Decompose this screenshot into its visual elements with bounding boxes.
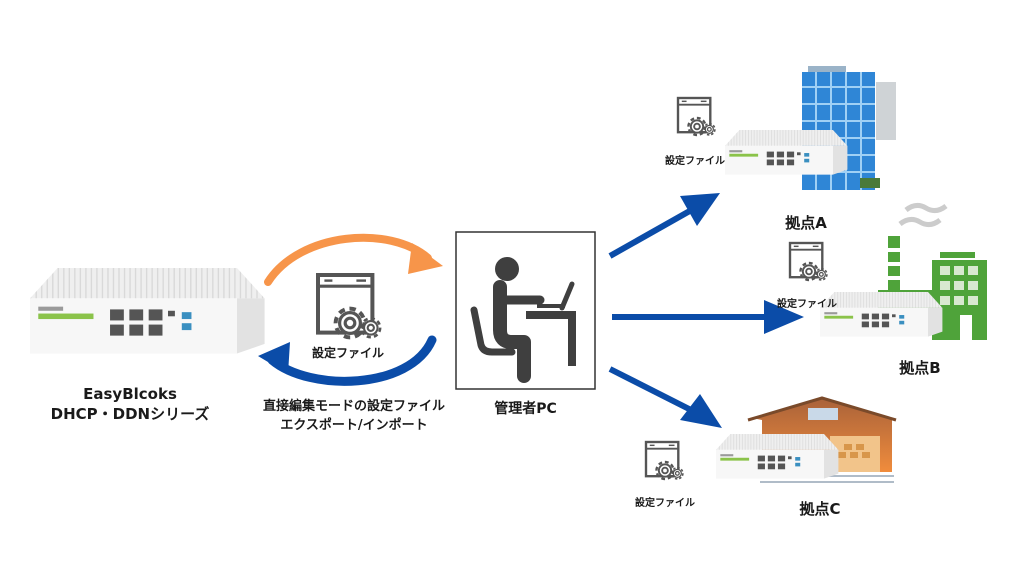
device-name-line1: EasyBlcoks <box>83 385 177 403</box>
arrow-to-site-a <box>608 193 720 259</box>
exchange-caption-line1: 直接編集モードの設定ファイル <box>262 399 445 414</box>
config-file-label: 設定ファイル <box>311 346 384 360</box>
admin-pc-label: 管理者PC <box>494 401 557 417</box>
export-arrow <box>264 233 443 286</box>
site-a-config-file-icon <box>678 98 715 135</box>
site-b-label: 拠点B <box>899 359 941 377</box>
site-a-file-label: 設定ファイル <box>665 156 725 167</box>
device-name-line2: DHCP・DDNシリーズ <box>50 405 210 423</box>
site-a-label: 拠点A <box>785 214 827 232</box>
site-a-router-image <box>725 130 848 175</box>
site-c-router-image <box>716 434 839 479</box>
arrow-to-site-b <box>612 300 804 334</box>
site-b-file-label: 設定ファイル <box>777 299 837 310</box>
easyblocks-router-image <box>30 268 265 354</box>
import-arrow <box>258 335 437 386</box>
config-file-icon <box>318 275 380 337</box>
exchange-caption: 直接編集モードの設定ファイル エクスポート/インポート <box>232 397 476 435</box>
device-name-label: EasyBlcoks DHCP・DDNシリーズ <box>40 384 220 424</box>
admin-pc-icon <box>455 231 596 390</box>
site-c-file-label: 設定ファイル <box>635 498 695 509</box>
site-c-label: 拠点C <box>799 500 841 518</box>
site-c-config-file-icon <box>646 442 683 479</box>
arrow-to-site-c <box>608 366 722 428</box>
exchange-caption-line2: エクスポート/インポート <box>280 418 428 433</box>
site-b-config-file-icon <box>790 243 827 280</box>
